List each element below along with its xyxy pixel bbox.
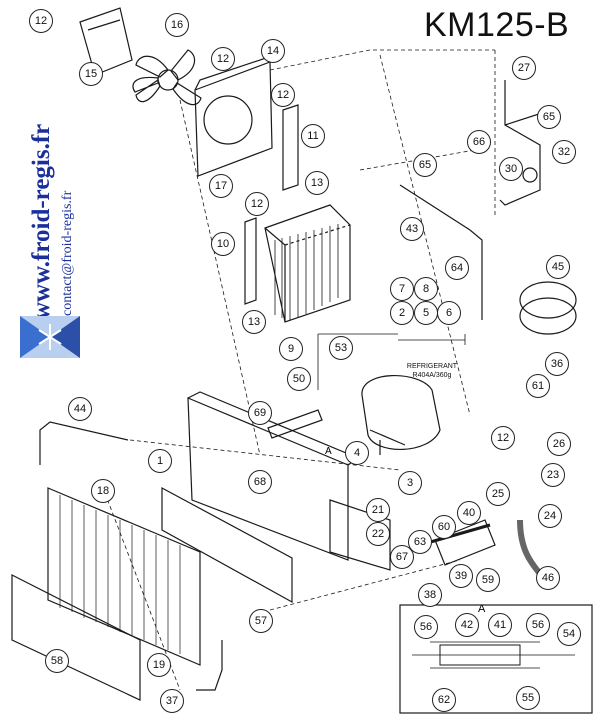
capillary-tube — [499, 80, 546, 206]
front-panel — [11, 574, 141, 701]
part-callout[interactable]: 39 — [449, 564, 473, 588]
part-callout[interactable]: 1 — [148, 449, 172, 473]
part-callout[interactable]: 13 — [242, 310, 266, 334]
part-callout[interactable]: 56 — [526, 613, 550, 637]
snowflake-logo — [20, 316, 80, 358]
part-callout[interactable]: 4 — [345, 441, 369, 465]
part-callout[interactable]: 25 — [486, 482, 510, 506]
part-callout[interactable]: 3 — [398, 471, 422, 495]
part-callout[interactable]: 56 — [414, 615, 438, 639]
part-callout[interactable]: 15 — [79, 62, 103, 86]
part-callout[interactable]: 41 — [488, 613, 512, 637]
part-callout[interactable]: 65 — [537, 105, 561, 129]
part-callout[interactable]: 45 — [546, 255, 570, 279]
part-callout[interactable]: 53 — [329, 336, 353, 360]
base-plate — [187, 391, 360, 561]
part-callout[interactable]: 22 — [366, 522, 390, 546]
part-callout[interactable]: 2 — [390, 301, 414, 325]
part-callout[interactable]: 9 — [279, 337, 303, 361]
part-callout[interactable]: 40 — [457, 501, 481, 525]
part-callout[interactable]: 12 — [271, 83, 295, 107]
drier — [267, 409, 323, 439]
part-callout[interactable]: 24 — [538, 504, 562, 528]
part-callout[interactable]: 10 — [211, 232, 235, 256]
part-callout[interactable]: 16 — [165, 13, 189, 37]
part-callout[interactable]: 17 — [209, 174, 233, 198]
part-callout[interactable]: 11 — [301, 124, 325, 148]
part-callout[interactable]: 8 — [414, 277, 438, 301]
part-callout[interactable]: 36 — [545, 352, 569, 376]
arrow-label: A — [325, 446, 332, 457]
part-callout[interactable]: 12 — [245, 192, 269, 216]
part-callout[interactable]: 27 — [512, 56, 536, 80]
compressor — [361, 374, 441, 451]
part-callout[interactable]: 68 — [248, 470, 272, 494]
part-callout[interactable]: 54 — [557, 622, 581, 646]
website-link[interactable]: www.froid-regis.fr — [28, 123, 55, 320]
part-callout[interactable]: 7 — [390, 277, 414, 301]
part-callout[interactable]: 30 — [499, 157, 523, 181]
tube-44 — [39, 421, 129, 465]
part-callout[interactable]: 65 — [413, 153, 437, 177]
motor-bracket — [79, 7, 133, 76]
fan-shroud — [194, 53, 277, 177]
part-callout[interactable]: 59 — [476, 568, 500, 592]
part-callout[interactable]: 60 — [432, 515, 456, 539]
part-callout[interactable]: 18 — [91, 479, 115, 503]
part-callout[interactable]: 67 — [390, 545, 414, 569]
model-title: KM125-B — [424, 6, 570, 44]
part-callout[interactable]: 69 — [248, 401, 272, 425]
detail-label: A — [478, 603, 486, 615]
accumulator — [519, 281, 577, 319]
email-link[interactable]: contact@froid-regis.fr — [60, 190, 75, 316]
part-callout[interactable]: 66 — [467, 130, 491, 154]
part-callout[interactable]: 62 — [432, 688, 456, 712]
part-callout[interactable]: 46 — [536, 566, 560, 590]
refrigerant-label: REFRIGERANT — [406, 363, 458, 370]
part-callout[interactable]: 55 — [516, 686, 540, 710]
part-callout[interactable]: 50 — [287, 367, 311, 391]
part-callout[interactable]: 61 — [526, 374, 550, 398]
part-callout[interactable]: 26 — [547, 432, 571, 456]
part-callout[interactable]: 19 — [147, 653, 171, 677]
condenser — [264, 204, 351, 323]
part-callout[interactable]: 38 — [418, 583, 442, 607]
part-callout[interactable]: 6 — [437, 301, 461, 325]
part-callout[interactable]: 12 — [211, 47, 235, 71]
part-callout[interactable]: 57 — [249, 609, 273, 633]
part-callout[interactable]: 43 — [400, 217, 424, 241]
part-callout[interactable]: 32 — [552, 140, 576, 164]
fan-blade — [132, 49, 202, 106]
watermark: www.froid-regis.fr contact@froid-regis.f… — [28, 60, 88, 320]
part-callout[interactable]: 12 — [491, 426, 515, 450]
part-callout[interactable]: 64 — [445, 256, 469, 280]
evaporator-grid — [47, 487, 201, 666]
part-callout[interactable]: 23 — [541, 463, 565, 487]
refrigerant-value: R404A/360g — [412, 372, 452, 379]
part-callout[interactable]: 5 — [414, 301, 438, 325]
part-callout[interactable]: 37 — [160, 689, 184, 713]
part-callout[interactable]: 58 — [45, 649, 69, 673]
part-callout[interactable]: 21 — [366, 498, 390, 522]
part-callout[interactable]: 12 — [29, 9, 53, 33]
part-callout[interactable]: 44 — [68, 397, 92, 421]
part-callout[interactable]: 13 — [305, 171, 329, 195]
part-callout[interactable]: 42 — [455, 613, 479, 637]
part-callout[interactable]: 14 — [261, 39, 285, 63]
